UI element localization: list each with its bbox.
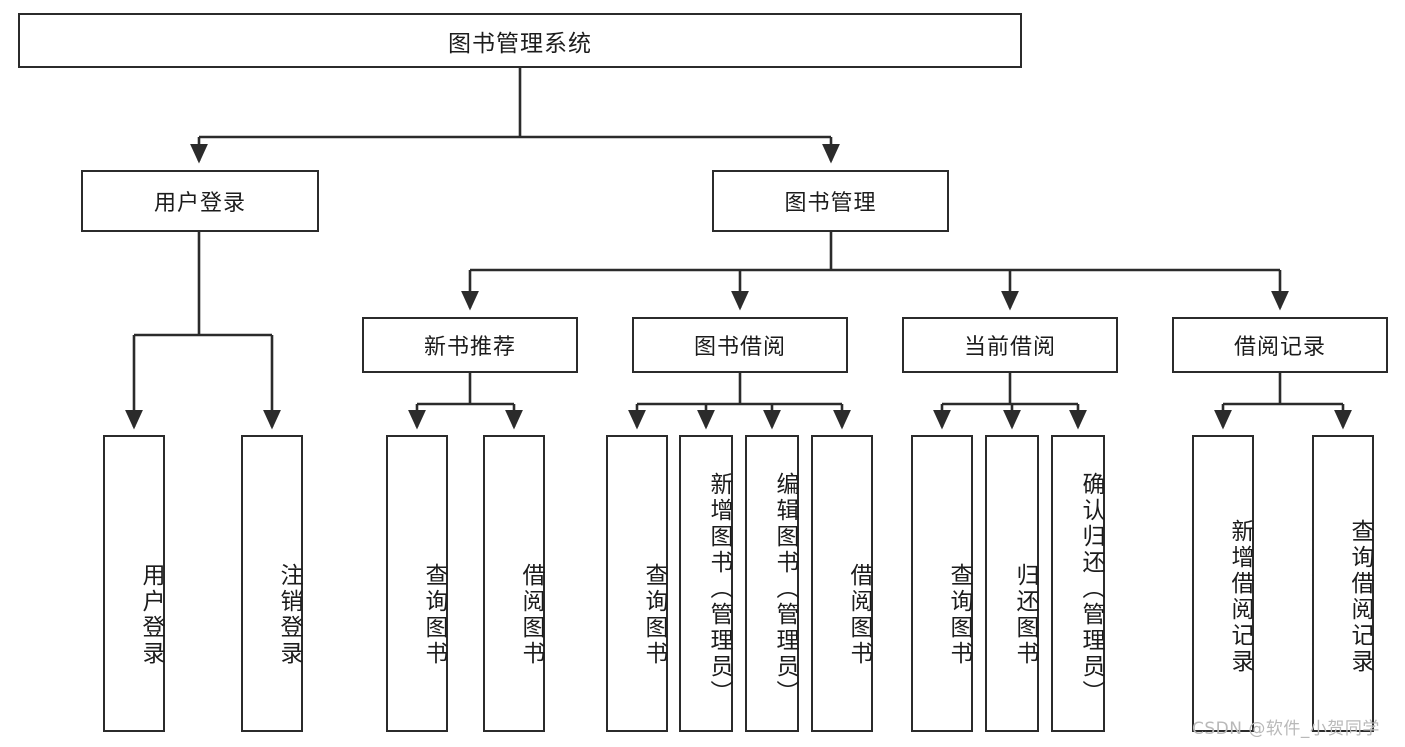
node-leaf-query-book-2-label: 查询图书	[641, 562, 667, 667]
node-leaf-query-book-1[interactable]: 查询图书	[386, 435, 448, 732]
node-book-borrow-label: 图书借阅	[693, 335, 786, 360]
node-leaf-user-login-label: 用户登录	[138, 562, 164, 667]
node-user-login[interactable]: 用户登录	[81, 170, 319, 232]
node-leaf-user-logout-label: 注销登录	[276, 562, 302, 667]
node-leaf-query-book-1-label: 查询图书	[421, 562, 447, 667]
node-leaf-add-book-label: 新增图书（管理员）	[706, 471, 732, 706]
node-leaf-query-book-3[interactable]: 查询图书	[911, 435, 973, 732]
node-new-book-recommend[interactable]: 新书推荐	[362, 317, 578, 373]
node-user-login-label: 用户登录	[153, 191, 246, 216]
node-leaf-query-book-3-label: 查询图书	[946, 562, 972, 667]
node-book-manage[interactable]: 图书管理	[712, 170, 949, 232]
node-leaf-borrow-book-1[interactable]: 借阅图书	[483, 435, 545, 732]
node-borrow-record[interactable]: 借阅记录	[1172, 317, 1388, 373]
node-root[interactable]: 图书管理系统	[18, 13, 1022, 68]
node-borrow-record-label: 借阅记录	[1233, 335, 1326, 360]
node-leaf-edit-book[interactable]: 编辑图书（管理员）	[745, 435, 799, 732]
node-book-manage-label: 图书管理	[784, 191, 877, 216]
node-leaf-add-book[interactable]: 新增图书（管理员）	[679, 435, 733, 732]
node-current-borrow[interactable]: 当前借阅	[902, 317, 1118, 373]
node-leaf-add-record-label: 新增借阅记录	[1227, 518, 1253, 675]
node-leaf-query-record-label: 查询借阅记录	[1347, 518, 1373, 675]
node-leaf-borrow-book-2[interactable]: 借阅图书	[811, 435, 873, 732]
node-leaf-return-book-label: 归还图书	[1012, 562, 1038, 667]
node-new-book-recommend-label: 新书推荐	[423, 335, 516, 360]
csdn-watermark: CSDN @软件_小贺同学	[1192, 719, 1380, 739]
node-leaf-confirm-return-label: 确认归还（管理员）	[1078, 471, 1104, 706]
node-leaf-add-record[interactable]: 新增借阅记录	[1192, 435, 1254, 732]
node-leaf-user-logout[interactable]: 注销登录	[241, 435, 303, 732]
node-leaf-borrow-book-1-label: 借阅图书	[518, 562, 544, 667]
node-root-label: 图书管理系统	[448, 30, 592, 57]
node-current-borrow-label: 当前借阅	[963, 335, 1056, 360]
node-leaf-return-book[interactable]: 归还图书	[985, 435, 1039, 732]
node-leaf-query-record[interactable]: 查询借阅记录	[1312, 435, 1374, 732]
node-leaf-borrow-book-2-label: 借阅图书	[846, 562, 872, 667]
node-book-borrow[interactable]: 图书借阅	[632, 317, 848, 373]
node-leaf-confirm-return[interactable]: 确认归还（管理员）	[1051, 435, 1105, 732]
node-leaf-edit-book-label: 编辑图书（管理员）	[772, 471, 798, 706]
node-leaf-query-book-2[interactable]: 查询图书	[606, 435, 668, 732]
node-leaf-user-login[interactable]: 用户登录	[103, 435, 165, 732]
